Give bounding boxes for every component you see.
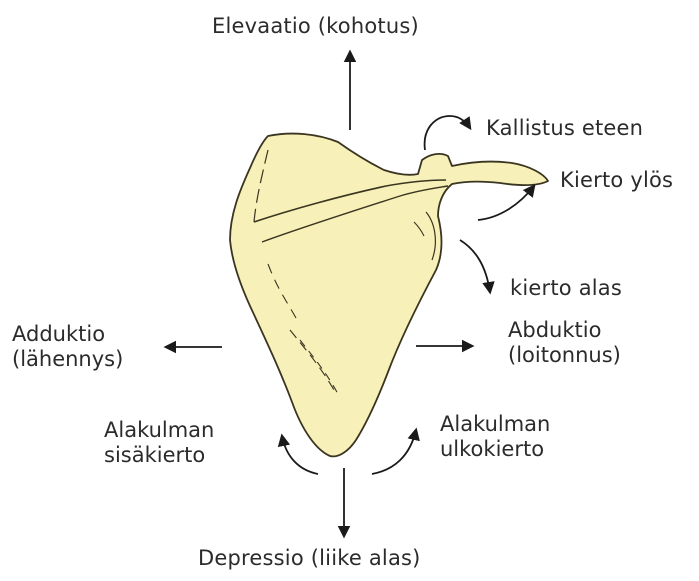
upward-rotation-arrow xyxy=(478,186,534,220)
label-adduction-line2: (lähennys) xyxy=(12,347,123,372)
label-adduction: Adduktio (lähennys) xyxy=(12,322,123,372)
label-tilt-forward: Kallistus eteen xyxy=(486,116,643,141)
tilt-forward-arrow xyxy=(425,116,470,150)
label-inferior-angle-internal-line1: Alakulman xyxy=(104,418,214,443)
label-elevation: Elevaatio (kohotus) xyxy=(212,14,419,39)
label-inferior-angle-external-line1: Alakulman xyxy=(440,412,550,437)
label-downward-rotation: kierto alas xyxy=(510,276,622,301)
label-abduction: Abduktio (loitonnus) xyxy=(508,318,621,368)
label-inferior-angle-external-line2: ulkokierto xyxy=(440,437,550,462)
label-abduction-line1: Abduktio xyxy=(508,318,621,343)
label-adduction-line1: Adduktio xyxy=(12,322,123,347)
label-upward-rotation: Kierto ylös xyxy=(560,168,673,193)
scapula-body xyxy=(230,134,548,457)
inferior-angle-external-rotation-arrow xyxy=(372,430,416,474)
label-inferior-angle-external: Alakulman ulkokierto xyxy=(440,412,550,462)
label-inferior-angle-internal-line2: sisäkierto xyxy=(104,443,214,468)
label-depression: Depressio (liike alas) xyxy=(198,546,421,571)
downward-rotation-arrow xyxy=(460,240,490,292)
scapula-bone xyxy=(230,134,548,457)
label-abduction-line2: (loitonnus) xyxy=(508,343,621,368)
label-inferior-angle-internal: Alakulman sisäkierto xyxy=(104,418,214,468)
